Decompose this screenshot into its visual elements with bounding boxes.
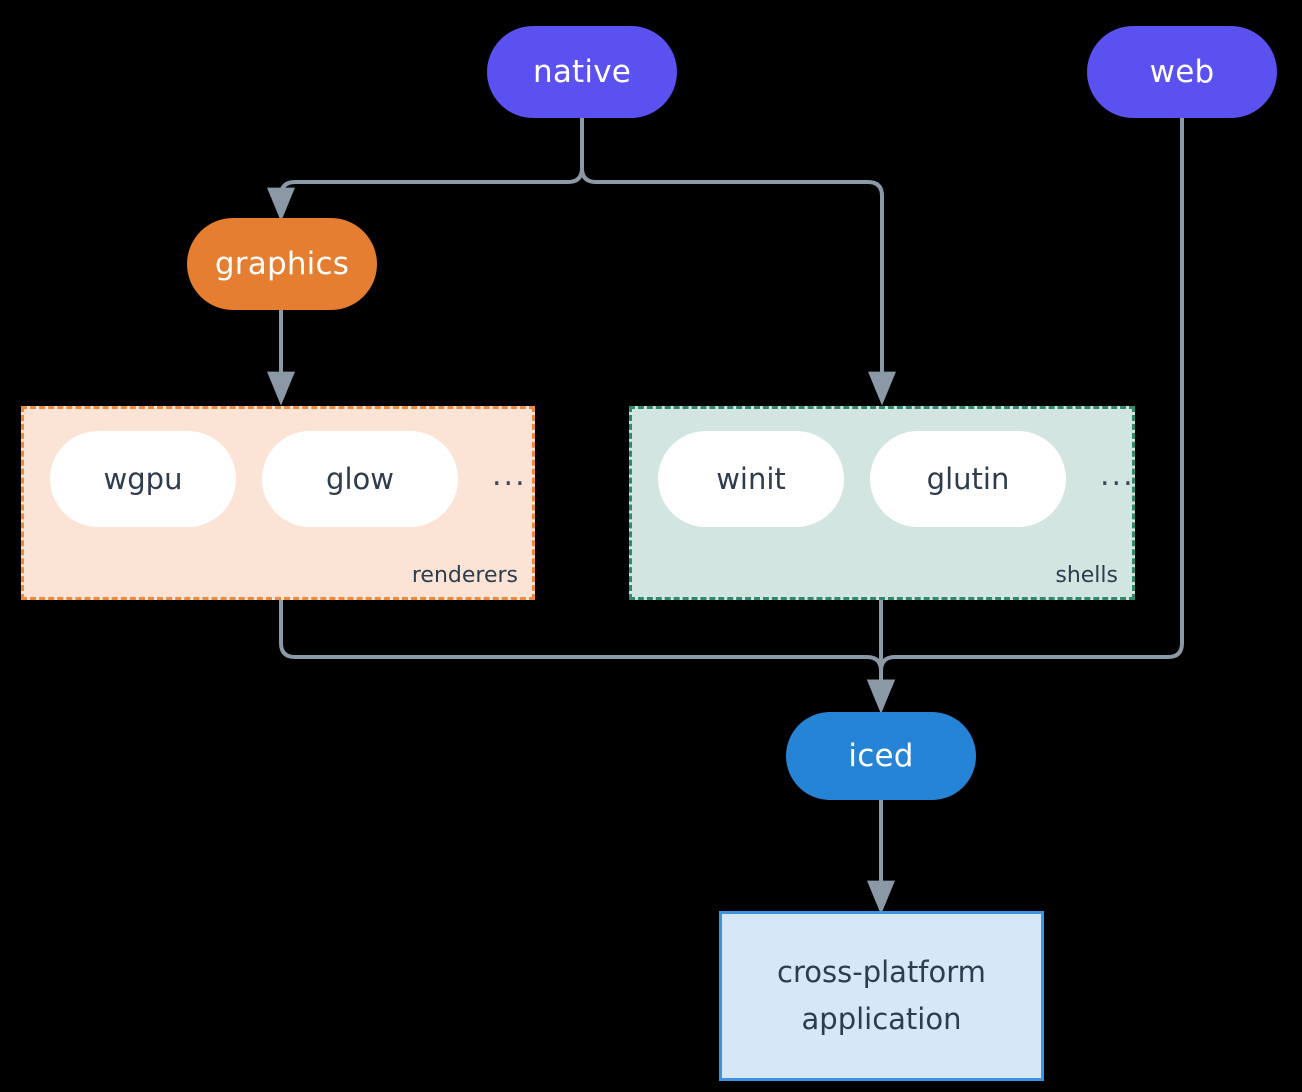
chip-glutin-label: glutin [926, 461, 1010, 496]
chip-glutin[interactable]: glutin [870, 431, 1066, 527]
chip-glow-label: glow [326, 461, 394, 496]
application-label-line2: application [801, 1002, 962, 1036]
group-renderers[interactable]: wgpu glow ... renderers [21, 406, 535, 600]
node-web-label: web [1149, 53, 1215, 90]
shells-chip-row: winit glutin ... [658, 431, 1135, 527]
application-label-line1: cross-platform [777, 955, 986, 990]
node-web[interactable]: web [1087, 26, 1277, 118]
renderers-more-ellipsis: ... [492, 458, 527, 493]
renderers-chip-row: wgpu glow ... [50, 431, 527, 527]
chip-glow[interactable]: glow [262, 431, 458, 527]
shells-more-ellipsis: ... [1100, 458, 1135, 493]
node-cross-platform-application[interactable]: cross-platform application [719, 911, 1044, 1081]
node-iced[interactable]: iced [786, 712, 976, 800]
chip-wgpu[interactable]: wgpu [50, 431, 236, 527]
chip-wgpu-label: wgpu [103, 461, 183, 496]
node-iced-label: iced [848, 737, 914, 774]
edge-native-to-graphics [267, 118, 584, 222]
chip-winit[interactable]: winit [658, 431, 844, 527]
group-renderers-label: renderers [411, 562, 518, 588]
node-native[interactable]: native [487, 26, 677, 118]
edge-renderers-to-iced [279, 600, 895, 714]
chip-winit-label: winit [716, 461, 786, 496]
edge-native-to-shells [580, 118, 896, 406]
node-graphics-label: graphics [214, 245, 350, 282]
node-native-label: native [532, 53, 632, 90]
group-shells[interactable]: winit glutin ... shells [629, 406, 1135, 600]
group-shells-label: shells [1055, 562, 1118, 588]
node-graphics[interactable]: graphics [187, 218, 377, 310]
